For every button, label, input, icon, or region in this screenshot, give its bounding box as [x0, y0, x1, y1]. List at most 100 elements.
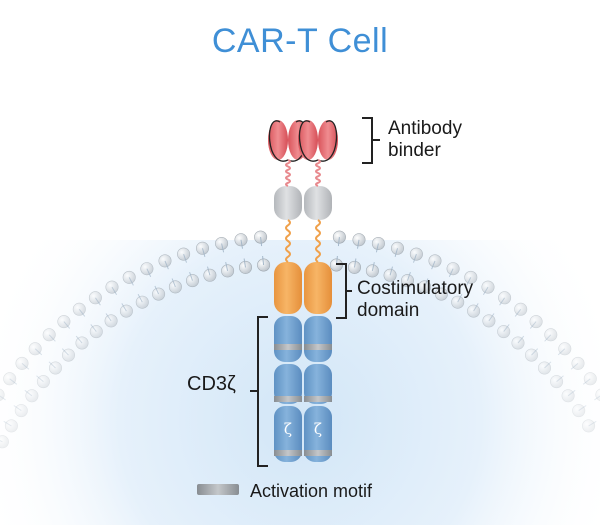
lipid-head — [61, 348, 75, 362]
lipid-tail — [9, 378, 18, 385]
lipid-tail — [570, 363, 579, 370]
lipid-head — [572, 404, 586, 418]
cd3z-segment — [304, 316, 332, 362]
cd3z-segment — [274, 406, 302, 462]
lipid-tail — [164, 260, 169, 270]
page-title: CAR-T Cell — [211, 22, 389, 60]
lipid-tail — [514, 308, 522, 317]
activation-motif — [304, 396, 332, 402]
lipid-tail — [154, 285, 160, 295]
cd3z-segment — [304, 406, 332, 462]
lipid-head — [583, 372, 597, 386]
lipid-tail — [94, 297, 101, 306]
zeta-symbol: ζ — [314, 420, 322, 438]
cd3z-bracket — [250, 316, 268, 467]
lipid-tail — [105, 313, 112, 322]
lipid-tail — [503, 324, 510, 332]
antibody-binder-bracket — [362, 117, 380, 164]
lipid-tail — [121, 303, 127, 312]
lipid-tail — [0, 395, 6, 401]
activation-motif — [274, 450, 302, 456]
lipid-tail — [431, 260, 436, 270]
activation-motif — [304, 450, 332, 456]
lipid-tail — [13, 405, 22, 412]
lipid-head — [571, 356, 585, 370]
lipid-tail — [394, 248, 398, 258]
lipid-head — [48, 361, 62, 375]
lipid-head — [4, 419, 18, 433]
lipid-head — [537, 361, 551, 375]
lipid-tail — [354, 258, 357, 268]
lipid-head — [15, 356, 29, 370]
lipid-tail — [48, 334, 56, 342]
lipid-tail — [557, 348, 566, 356]
lipid-head — [36, 375, 50, 389]
lipid-tail — [375, 243, 379, 253]
lipid-tail — [63, 321, 71, 329]
activation-motif-swatch — [197, 484, 239, 495]
lipid-head — [481, 280, 495, 294]
lipid-tail — [588, 420, 597, 427]
lipid-head — [57, 315, 71, 329]
activation-motif — [274, 344, 302, 350]
hinge-domain — [274, 186, 302, 220]
transmembrane-linker — [285, 219, 291, 263]
lipid-tail — [407, 271, 411, 281]
lipid-tail — [594, 395, 600, 401]
scfv-lobe — [298, 120, 318, 160]
lipid-head — [544, 328, 558, 342]
car-chain-2: ζ — [298, 120, 338, 462]
scfv-hinge-linker — [315, 159, 321, 187]
lipid-tail — [240, 239, 243, 249]
scfv-lobe — [268, 120, 288, 160]
lipid-head — [28, 342, 42, 356]
lipid-head — [0, 435, 9, 449]
lipid-tail — [61, 348, 69, 356]
lipid-tail — [146, 268, 152, 278]
lipid-tail — [202, 248, 206, 258]
lipid-tail — [457, 293, 463, 303]
lipid-tail — [262, 255, 265, 266]
lipid-tail — [34, 348, 43, 356]
lipid-tail — [337, 237, 340, 247]
lipid-tail — [544, 361, 552, 369]
lipid-head — [75, 336, 89, 350]
lipid-tail — [567, 389, 576, 397]
lipid-tail — [357, 239, 360, 249]
car-chain-1: ζ — [268, 120, 308, 462]
lipid-head — [25, 389, 39, 403]
cd3z-segment — [274, 316, 302, 362]
lipid-head — [0, 388, 5, 402]
lipid-tail — [111, 286, 118, 296]
lipid-head — [105, 280, 119, 294]
antibody-binder-label: Antibody binder — [388, 118, 462, 161]
lipid-head — [550, 375, 564, 389]
lipid-tail — [243, 258, 246, 268]
lipid-head — [122, 270, 136, 284]
costimulatory-segment — [274, 262, 302, 314]
scfv-hinge-linker — [285, 159, 291, 187]
lipid-tail — [578, 405, 587, 412]
lipid-tail — [171, 278, 176, 288]
lipid-tail — [371, 261, 375, 272]
lipid-tail — [424, 278, 429, 288]
lipid-tail — [448, 268, 454, 278]
lipid-tail — [3, 420, 12, 427]
lipid-tail — [78, 308, 86, 317]
lipid-tail — [189, 271, 193, 281]
lipid-head — [511, 336, 525, 350]
transmembrane-linker — [315, 219, 321, 263]
lipid-tail — [21, 363, 30, 370]
activation-motif — [304, 344, 332, 350]
lipid-tail — [544, 334, 552, 342]
costimulatory-domain-label: Costimulatory domain — [357, 278, 474, 321]
lipid-tail — [90, 324, 97, 332]
lipid-head — [14, 404, 28, 418]
lipid-tail — [556, 375, 564, 382]
lipid-head — [595, 388, 600, 402]
lipid-tail — [582, 378, 591, 385]
cell-membrane — [0, 230, 600, 449]
lipid-tail — [207, 266, 211, 276]
lipid-tail — [75, 335, 83, 344]
